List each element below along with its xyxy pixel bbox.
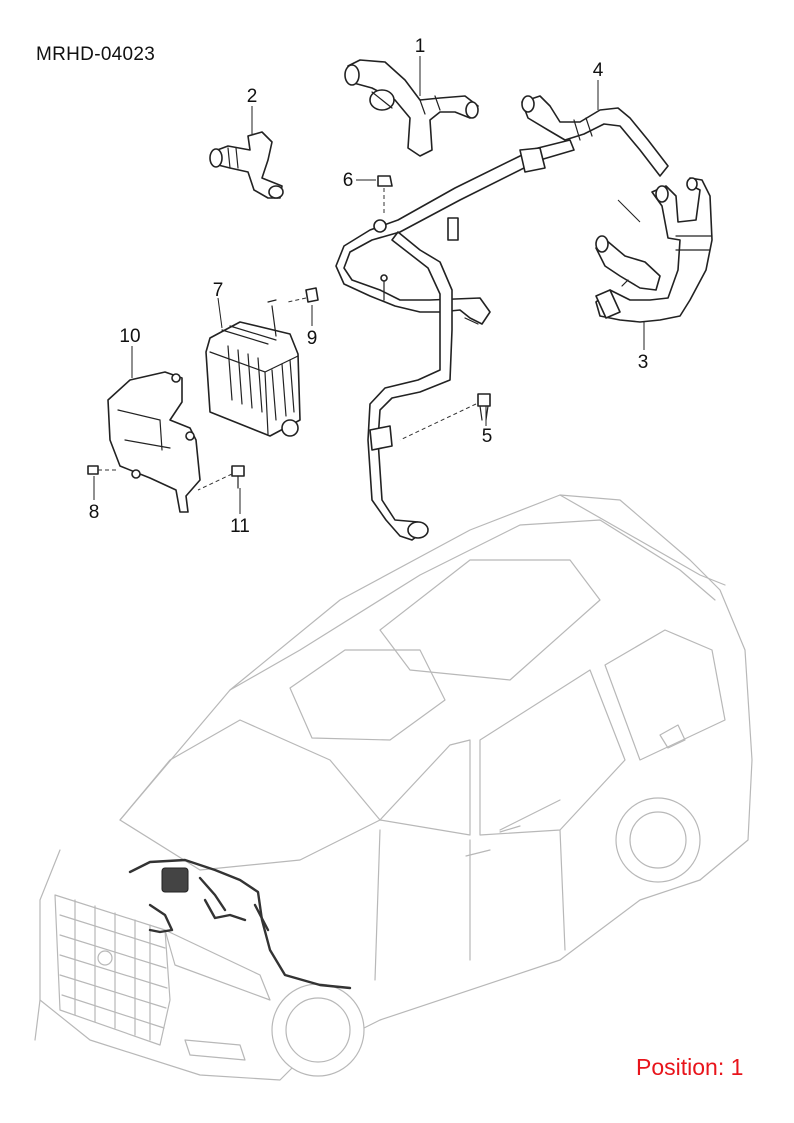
callout-6: 6 bbox=[343, 170, 354, 191]
callout-11: 11 bbox=[230, 516, 250, 537]
callout-9: 9 bbox=[307, 328, 318, 349]
part-4-coolant-tube bbox=[521, 95, 669, 177]
callout-3: 3 bbox=[638, 352, 649, 373]
part-6-nut bbox=[377, 175, 393, 214]
part-7-control-module bbox=[205, 299, 301, 437]
main-pipe-assembly bbox=[335, 139, 575, 541]
part-2-elbow-hose bbox=[209, 131, 284, 199]
diagram-code: MRHD-04023 bbox=[36, 44, 156, 65]
callout-4: 4 bbox=[593, 60, 604, 81]
vehicle-harness-highlight bbox=[128, 858, 352, 990]
part-10-bracket bbox=[107, 371, 201, 513]
part-8-screw bbox=[87, 465, 118, 475]
part-1-hose bbox=[344, 59, 479, 157]
position-label: Position: 1 bbox=[636, 1054, 744, 1080]
callout-8: 8 bbox=[89, 502, 100, 523]
part-9-bolt bbox=[287, 287, 319, 326]
part-11-screw bbox=[197, 465, 245, 491]
callout-labels: 1 2 3 4 5 6 7 8 9 10 11 bbox=[89, 36, 649, 537]
callout-5: 5 bbox=[482, 426, 493, 447]
vehicle-outline bbox=[34, 494, 753, 1081]
part-3-hose-group bbox=[595, 177, 713, 323]
callout-2: 2 bbox=[247, 86, 258, 107]
part-5-bolt bbox=[399, 393, 491, 441]
callout-1: 1 bbox=[415, 36, 426, 57]
callout-7: 7 bbox=[213, 280, 224, 301]
leader-lines bbox=[93, 56, 645, 514]
callout-10: 10 bbox=[119, 326, 140, 347]
